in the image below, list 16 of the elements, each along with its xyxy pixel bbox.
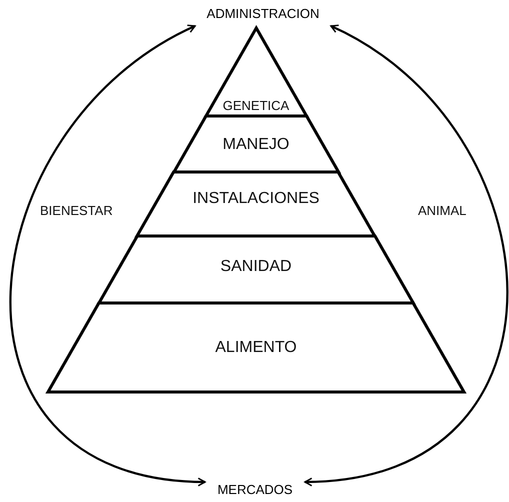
curved-arrow: [10, 25, 206, 486]
pyramid-layer: [98, 236, 414, 303]
layer-label: GENETICA: [222, 98, 290, 113]
layer-label: MANEJO: [222, 136, 290, 154]
edge-label: BIENESTAR: [40, 203, 113, 218]
layer-label: SANIDAD: [219, 258, 293, 276]
curved-arrow: [304, 25, 508, 486]
edge-label: ANIMAL: [418, 203, 466, 218]
heading-text: MERCADOS: [200, 482, 310, 502]
pyramid-layer: [174, 116, 338, 172]
layer-label: INSTALACIONES: [192, 190, 320, 208]
pyramid-apex: [206, 28, 306, 116]
layer-label: ALIMENTO: [214, 339, 298, 357]
pyramid-layer: [137, 172, 375, 236]
heading-text: ADMINISTRACION: [190, 6, 336, 26]
pyramid-layer: [48, 303, 464, 392]
